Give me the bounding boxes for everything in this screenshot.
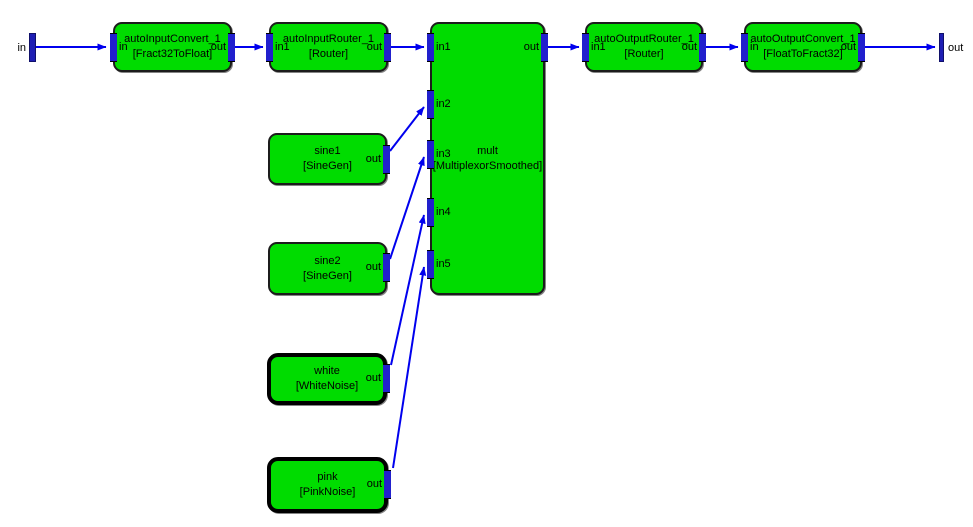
pin-label-autoInputConvert_1-in: in [119, 41, 128, 53]
pin-autoInputConvert_1-in[interactable] [110, 33, 117, 62]
wire-white-to-mult-in4[interactable] [390, 214, 426, 366]
block-title: white [314, 365, 340, 377]
out-port-bar[interactable] [939, 33, 944, 62]
block-title: mult [477, 144, 498, 157]
wire-sine2-to-mult-in3[interactable] [389, 156, 425, 260]
pin-autoInputRouter_1-out[interactable] [384, 33, 391, 62]
pin-autoOutputRouter_1-in1[interactable] [582, 33, 589, 62]
pin-label-autoInputConvert_1-out: out [210, 41, 226, 53]
block-title: sine1 [314, 145, 341, 157]
pin-mult-in1[interactable] [427, 33, 434, 62]
pin-label-autoOutputConvert_1-out: out [840, 41, 856, 53]
pin-label-mult-in4: in4 [436, 206, 451, 218]
pin-mult-in2[interactable] [427, 90, 434, 119]
block-mult[interactable]: mult [MultiplexorSmoothed] [430, 22, 545, 295]
in-port-label: in [17, 41, 26, 54]
pin-label-autoOutputRouter_1-out: out [681, 41, 697, 53]
block-pink[interactable]: pink [PinkNoise] [267, 457, 388, 513]
pin-label-sine2-out: out [365, 261, 381, 273]
pin-label-mult-in2: in2 [436, 98, 451, 110]
pin-autoInputConvert_1-out[interactable] [228, 33, 235, 62]
pin-label-sine1-out: out [365, 153, 381, 165]
block-subtype: [PinkNoise] [299, 486, 356, 498]
block-autoOutputConvert_1[interactable]: autoOutputConvert_1 [FloatToFract32] [744, 22, 862, 72]
block-title: autoOutputRouter_1 [594, 33, 694, 45]
block-title: sine2 [314, 254, 341, 267]
block-subtype: [Router] [624, 48, 664, 60]
block-subtype: [SineGen] [303, 160, 352, 172]
block-title: autoOutputConvert_1 [750, 33, 856, 45]
block-subtype: [WhiteNoise] [295, 380, 359, 392]
block-subtype: [Router] [308, 48, 349, 60]
pin-label-mult-out: out [523, 41, 539, 53]
in-port-bar[interactable] [29, 33, 36, 62]
pin-label-mult-in1: in1 [436, 41, 451, 53]
pin-sine2-out[interactable] [383, 253, 390, 282]
pin-white-out[interactable] [383, 364, 390, 393]
block-title: pink [317, 471, 338, 483]
block-autoOutputRouter_1[interactable]: autoOutputRouter_1 [Router] [585, 22, 703, 72]
pin-label-autoInputRouter_1-out: out [366, 41, 382, 53]
pin-label-mult-in3: in3 [436, 148, 451, 160]
wire-sine1-to-mult-in2[interactable] [389, 106, 425, 152]
block-subtype: [SineGen] [303, 269, 352, 282]
block-subtype: [MultiplexorSmoothed] [432, 159, 543, 172]
pin-autoOutputRouter_1-out[interactable] [699, 33, 706, 62]
block-title: autoInputConvert_1 [124, 33, 221, 45]
block-title: autoInputRouter_1 [282, 33, 375, 45]
pin-label-pink-out: out [366, 478, 382, 490]
pin-label-mult-in5: in5 [436, 258, 451, 270]
pin-label-autoOutputConvert_1-in: in [750, 41, 759, 53]
block-sine2[interactable]: sine2 [SineGen] [268, 242, 387, 295]
pin-mult-in4[interactable] [427, 198, 434, 227]
pin-mult-in3[interactable] [427, 140, 434, 169]
wire-pink-to-mult-in5[interactable] [392, 266, 427, 469]
pin-autoOutputConvert_1-in[interactable] [741, 33, 748, 62]
pin-label-white-out: out [365, 372, 381, 384]
pin-pink-out[interactable] [384, 470, 391, 499]
block-subtype: [Fract32ToFloat] [132, 48, 213, 60]
pin-label-autoOutputRouter_1-in1: in1 [591, 41, 606, 53]
pin-mult-in5[interactable] [427, 250, 434, 279]
pin-sine1-out[interactable] [383, 145, 390, 174]
pin-label-autoInputRouter_1-in1: in1 [275, 41, 290, 53]
pin-autoOutputConvert_1-out[interactable] [858, 33, 865, 62]
block-autoInputConvert_1[interactable]: autoInputConvert_1 [Fract32ToFloat] [113, 22, 232, 72]
block-subtype: [FloatToFract32] [763, 48, 843, 60]
pin-mult-out[interactable] [541, 33, 548, 62]
pin-autoInputRouter_1-in1[interactable] [266, 33, 273, 62]
out-port-label: out [948, 41, 964, 54]
